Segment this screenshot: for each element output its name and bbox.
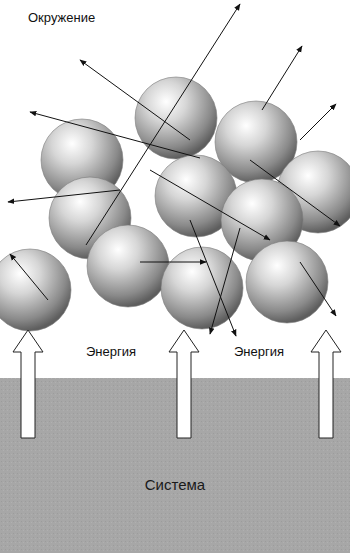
velocity-vector <box>300 262 336 316</box>
energy-arrow <box>311 330 341 438</box>
molecule <box>135 77 217 159</box>
velocity-vector <box>250 160 340 226</box>
velocity-vector <box>80 60 190 140</box>
velocity-vector <box>140 262 206 263</box>
velocity-vector <box>150 170 270 240</box>
energy-arrow <box>169 330 199 438</box>
velocity-vector <box>30 112 200 158</box>
molecules <box>0 77 350 331</box>
energy-arrow <box>13 330 43 438</box>
velocity-vector <box>8 190 120 202</box>
molecule <box>246 241 328 323</box>
velocity-vector <box>300 104 336 140</box>
molecule <box>0 249 71 331</box>
velocity-arrows <box>8 4 340 336</box>
velocity-vector <box>190 220 236 336</box>
energy-label: Энергия <box>232 344 286 360</box>
velocity-vector <box>10 254 48 300</box>
system-band: Система <box>0 378 350 553</box>
system-band <box>0 378 350 553</box>
node-label: Система <box>0 476 350 493</box>
molecule <box>87 225 169 307</box>
surroundings-label: Окружение <box>26 10 97 26</box>
velocity-vector <box>262 46 302 110</box>
energy-label: Энергия <box>84 344 138 360</box>
energy-arrows <box>13 330 341 438</box>
